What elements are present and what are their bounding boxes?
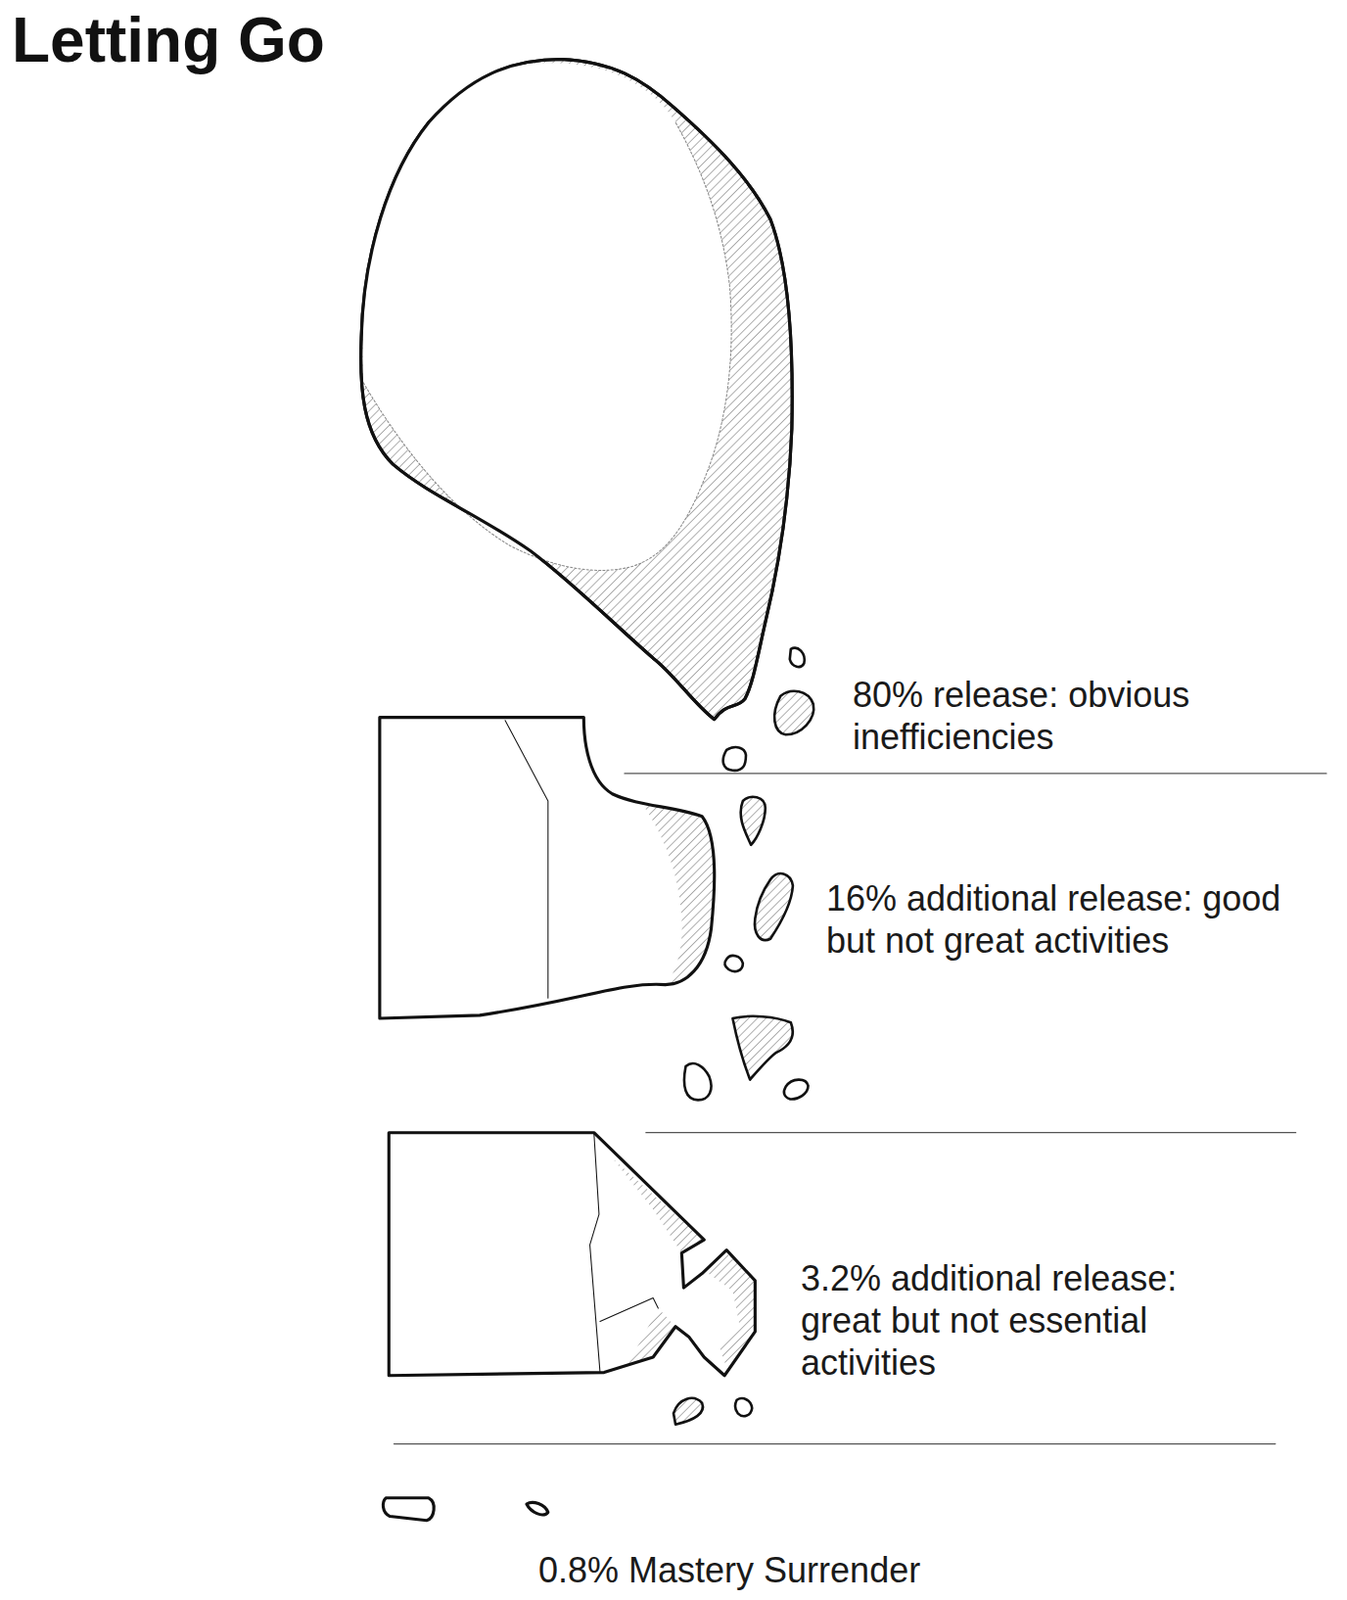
last-fragments (382, 1497, 548, 1521)
small-block (388, 1132, 755, 1376)
stage-label: 16% additional release: good but not gre… (826, 877, 1336, 962)
separator-line (393, 773, 1326, 1444)
stage-label: 0.8% Mastery Surrender (538, 1548, 1126, 1591)
large-rock (361, 58, 793, 719)
rock-fragments (673, 648, 814, 1425)
stage-label: 3.2% additional release: great but not e… (800, 1256, 1252, 1385)
medium-block (379, 717, 715, 1019)
stage-label: 80% release: obvious inefficiencies (852, 673, 1284, 758)
diagram-title: Letting Go (11, 5, 326, 75)
